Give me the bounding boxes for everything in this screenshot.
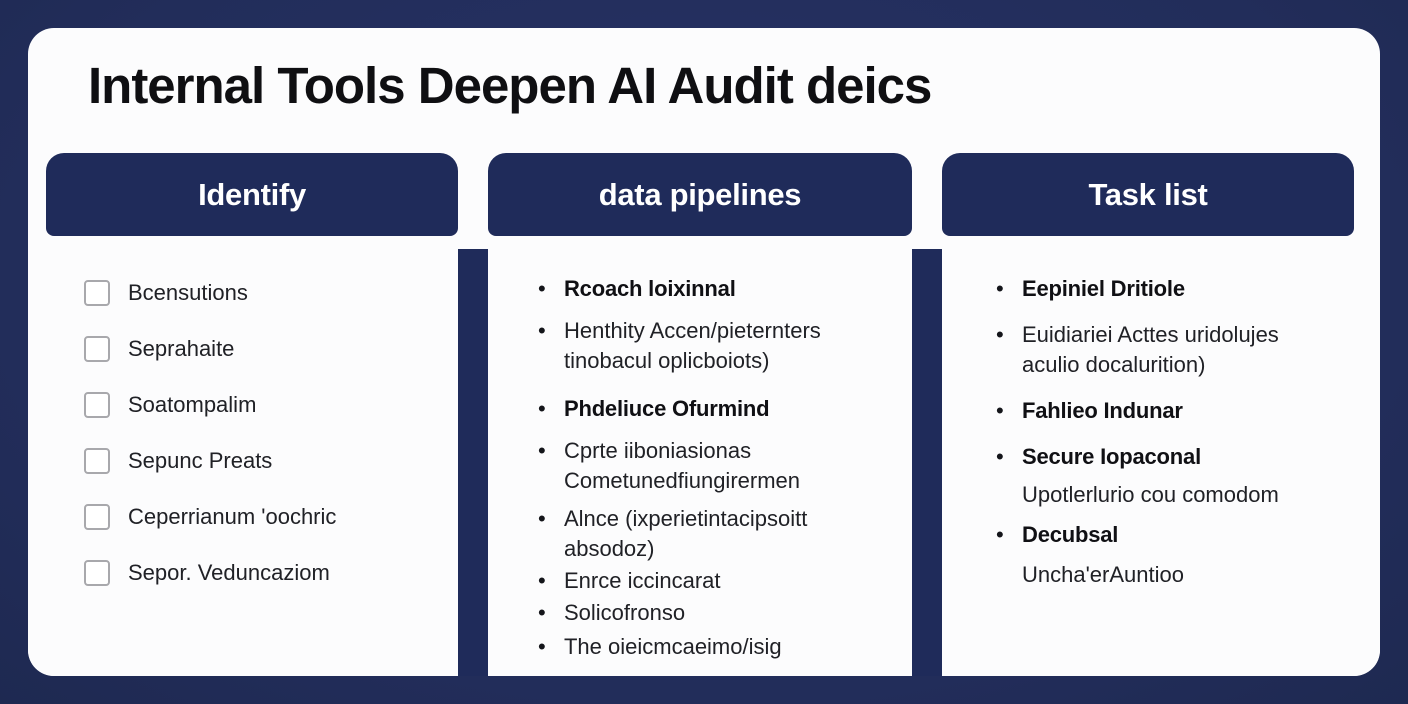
checklist-item-label: Seprahaite: [128, 336, 235, 361]
bullet-item: • The oieicmcaeimo/isig: [538, 632, 898, 662]
checklist-item: Seprahaite: [84, 336, 448, 362]
column-divider: [457, 249, 488, 676]
bullet-item: • Euidiariei Acttes uridolujes aculio doc…: [996, 320, 1342, 380]
column-header-data-pipelines: data pipelines: [487, 153, 912, 236]
task-list: • Eepiniel Dritiole • Euidiariei Acttes uri…: [942, 236, 1354, 676]
checklist-item-label: Sepor. Veduncaziom: [128, 560, 330, 585]
bullet-icon: •: [996, 522, 1004, 547]
bullet-item: • Eepiniel Dritiole: [996, 274, 1342, 304]
bullet-icon: •: [996, 276, 1004, 301]
bullet-item-text: Cprte iiboniasionas Cometunedfiungirerme…: [563, 438, 801, 493]
slide-card: Internal Tools Deepen AI Audit deics Ide…: [28, 28, 1380, 676]
bullet-icon: •: [537, 438, 546, 463]
checklist-item: Sepunc Preats: [84, 448, 448, 474]
bullet-item-text: Decubsal: [1022, 522, 1119, 547]
bullet-item-text: Euidiariei Acttes uridolujes aculio doca…: [1022, 322, 1279, 377]
column-header-label: data pipelines: [598, 176, 802, 212]
data-pipelines-list: • Rcoach loixinnal • Henthity Accen/pietern…: [487, 236, 912, 676]
checklist-item-label: Bcensutions: [128, 280, 248, 305]
bullet-icon: •: [996, 444, 1004, 469]
bullet-item-text: The oieicmcaeimo/isig: [563, 634, 782, 659]
left-margin-strip: [28, 236, 46, 676]
checkbox-icon[interactable]: [84, 280, 110, 306]
bullet-icon: •: [537, 568, 546, 593]
bullet-item: • Enrce iccincarat: [538, 566, 898, 596]
bullet-item-text: Secure Iopaconal: [1022, 444, 1201, 469]
bullet-icon: •: [537, 396, 546, 421]
bullet-icon: •: [537, 600, 546, 625]
bullet-icon: •: [537, 506, 546, 531]
bullet-icon: •: [537, 276, 546, 301]
bullet-icon: •: [996, 322, 1004, 347]
bullet-item: • Decubsal: [996, 520, 1342, 550]
bullet-icon: •: [996, 398, 1004, 423]
bullet-item-text: Rcoach loixinnal: [563, 276, 736, 301]
checkbox-icon[interactable]: [84, 448, 110, 474]
bullet-item-text: Alnce (ixperietintacipsoitt absodoz): [563, 506, 808, 561]
column-headers-row: Identify data pipelines Task list: [28, 153, 1380, 236]
bullet-item: • Alnce (ixperietintacipsoitt absodoz): [538, 504, 898, 564]
bullet-item: • Henthity Accen/pieternters tinobacul op…: [538, 316, 898, 376]
page-title: Internal Tools Deepen AI Audit deics: [88, 57, 932, 114]
checkbox-icon[interactable]: [84, 392, 110, 418]
bullet-item: • Secure Iopaconal: [996, 442, 1342, 472]
bullet-item: •Uncha'erAuntioo: [996, 560, 1342, 590]
bullet-item: • Rcoach loixinnal: [538, 274, 898, 304]
checklist-item: Ceperrianum 'oochric: [84, 504, 448, 530]
checkbox-icon[interactable]: [84, 336, 110, 362]
bullet-item-text: Upotlerlurio cou comodom: [1022, 482, 1279, 507]
bullet-icon: •: [537, 634, 546, 659]
column-divider: [912, 249, 942, 676]
bullet-item-text: Eepiniel Dritiole: [1022, 276, 1185, 301]
column-header-label: Identify: [198, 176, 306, 212]
bullet-item: • Solicofronso: [538, 598, 898, 628]
bullet-item-text: Phdeliuce Ofurmind: [563, 396, 770, 421]
checklist-item-label: Sepunc Preats: [128, 448, 273, 473]
right-margin-strip: [1354, 236, 1380, 676]
column-header-label: Task list: [1088, 176, 1208, 212]
checklist-item-label: Ceperrianum 'oochric: [128, 504, 337, 529]
bullet-icon: •: [537, 318, 546, 343]
bullet-item: • Phdeliuce Ofurmind: [538, 394, 898, 424]
checkbox-icon[interactable]: [84, 504, 110, 530]
bullet-item: • Cprte iiboniasionas Cometunedfiungirerm…: [538, 436, 898, 496]
checklist-item: Bcensutions: [84, 280, 448, 306]
column-header-task-list: Task list: [942, 153, 1354, 236]
column-header-identify: Identify: [46, 153, 458, 236]
bullet-item-text: Uncha'erAuntioo: [1022, 562, 1184, 587]
checklist-item: Soatompalim: [84, 392, 448, 418]
checklist-item: Sepor. Veduncaziom: [84, 560, 448, 586]
bullet-item-text: Fahlieo Indunar: [1022, 398, 1183, 423]
bullet-item: •Upotlerlurio cou comodom: [996, 480, 1342, 510]
bullet-item-text: Henthity Accen/pieternters tinobacul opl…: [563, 318, 821, 373]
checkbox-icon[interactable]: [84, 560, 110, 586]
bullet-item-text: Solicofronso: [563, 600, 686, 625]
bullet-item: • Fahlieo Indunar: [996, 396, 1342, 426]
bullet-item-text: Enrce iccincarat: [563, 568, 721, 593]
checklist-item-label: Soatompalim: [128, 392, 257, 417]
